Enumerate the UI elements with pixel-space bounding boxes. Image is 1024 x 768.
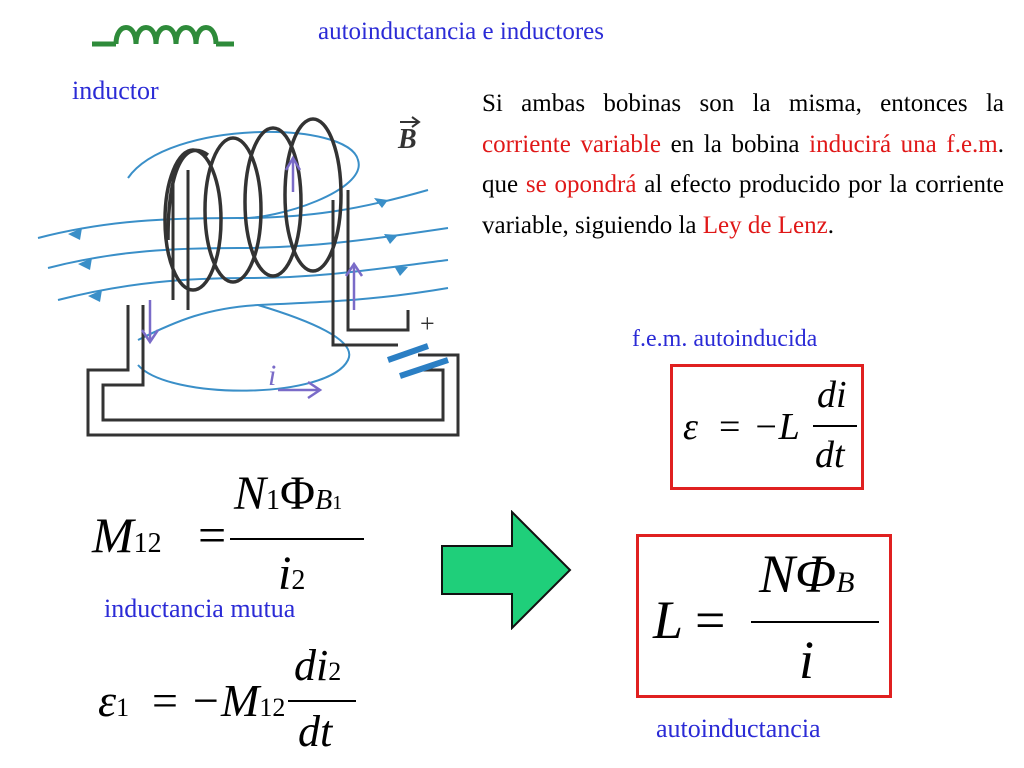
fem-autoinducida-label: f.e.m. autoinducida: [632, 326, 818, 352]
paragraph-segment: se opondrá: [525, 171, 637, 198]
paragraph-segment: inducirá una f.e.m: [809, 130, 998, 158]
paragraph-segment: en la bobina: [660, 130, 810, 158]
emf1-lhs: ε1: [98, 675, 130, 726]
inductor-label: inductor: [72, 76, 159, 105]
field-arrowheads: [68, 198, 408, 302]
equals-sign: =: [695, 590, 726, 650]
battery: [387, 343, 449, 379]
paragraph-segment: corriente variable: [482, 130, 661, 158]
emf1-rhs: −M12: [190, 675, 286, 726]
inductancia-mutua-label: inductancia mutua: [104, 594, 296, 623]
coil-turns: [163, 117, 343, 292]
mutual-emf-equation: ε1 = −M12 di2 dt: [98, 640, 378, 760]
circuit-wire: [86, 170, 460, 437]
mutual-inductance-equation: M12 = N1ΦB1 i2: [88, 466, 378, 606]
self-inductance-equation-box: L = NΦB i: [636, 534, 892, 698]
paragraph-segment: .: [827, 211, 834, 239]
battery-plus: +: [420, 309, 435, 338]
equals-sign: =: [719, 406, 741, 448]
current-label: i: [268, 359, 276, 392]
paragraph-segment: al efecto producido por la corriente var…: [482, 171, 1004, 239]
paragraph-segment: Ley de Lenz: [702, 211, 828, 239]
emf1-den: dt: [298, 707, 333, 756]
field-label: B: [397, 124, 417, 155]
mutual-den: i2: [278, 547, 306, 600]
paragraph-segment: . que: [482, 130, 1005, 199]
autoinductancia-label: autoinductancia: [656, 714, 821, 743]
emf-self-den: dt: [815, 434, 845, 476]
equals-sign: =: [152, 675, 178, 726]
emf1-num: di2: [294, 641, 342, 690]
current-arrows: [140, 155, 364, 400]
self-l-num: NΦB: [759, 544, 855, 604]
magnetic-field-lines: [37, 130, 449, 392]
emf-self-rhs: −L: [753, 406, 800, 448]
inductor-circuit-diagram: + i B: [37, 116, 460, 437]
mutual-lhs: M12: [92, 507, 162, 563]
self-l-den: i: [799, 630, 815, 690]
emf-self-lhs: ε: [683, 406, 698, 448]
right-arrow-icon: [441, 510, 572, 630]
equals-sign: =: [198, 507, 227, 563]
self-emf-equation-box: ε = −L di dt: [670, 364, 864, 490]
mutual-num: N1ΦB1: [234, 467, 343, 520]
paragraph-segment: Si ambas bobinas son la misma, entonces …: [482, 90, 1004, 117]
coil-icon: [92, 25, 234, 47]
self-l-lhs: L: [653, 590, 684, 650]
emf-self-num: di: [817, 374, 847, 416]
page-title: autoinductancia e inductores: [318, 18, 604, 45]
explanation-paragraph: Si ambas bobinas son la misma, entonces …: [482, 84, 1004, 246]
